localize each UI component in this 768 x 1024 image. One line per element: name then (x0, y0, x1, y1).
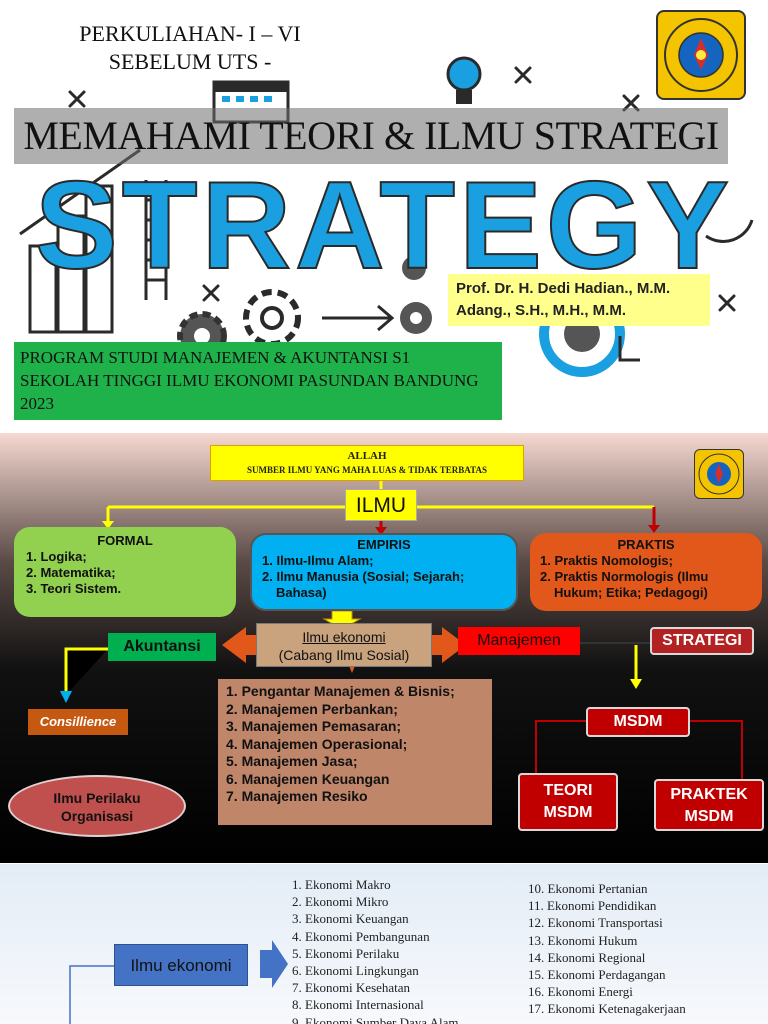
allah-title: ALLAH (347, 450, 387, 462)
manajemen-list-item: 6. Manajemen Keuangan (226, 770, 390, 787)
ilmu-diagram-slide: ALLAH SUMBER ILMU YANG MAHA LUAS & TIDAK… (0, 433, 768, 863)
ilmu-ekonomi-branches-slide: Ilmu ekonomi 1. Ekonomi Makro 2. Ekonomi… (0, 864, 768, 1024)
manajemen-list-item: 5. Manajemen Jasa; (226, 753, 358, 769)
empiris-title: EMPIRIS (357, 537, 411, 552)
program-line2: SEKOLAH TINGGI ILMU EKONOMI PASUNDAN BAN… (20, 371, 479, 390)
course-header: PERKULIAHAN- I – VI SEBELUM UTS - (40, 20, 340, 76)
ilmu-perilaku-line2: Organisasi (60, 808, 134, 824)
formal-item: 2. Matematika; (26, 565, 116, 580)
course-header-line2: SEBELUM UTS - (108, 49, 272, 74)
consilience-box: Consillience (28, 709, 128, 735)
list-item: 17. Ekonomi Ketenagakerjaan (528, 1001, 686, 1017)
ilmu-perilaku-line1: Ilmu Perilaku (53, 790, 141, 806)
list-item: 4. Ekonomi Pembangunan (292, 928, 430, 944)
lightbulb-icon (446, 56, 482, 104)
manajemen-list-item: 7. Manajemen Resiko (226, 788, 368, 804)
praktek-msdm-line1: PRAKTEK (670, 786, 748, 803)
praktis-box: PRAKTIS 1. Praktis Nomologis; 2. Praktis… (530, 533, 762, 611)
ilmu-box: ILMU (345, 489, 417, 521)
author-2: Adang., S.H., M.H., M.M. (456, 302, 626, 319)
formal-title: FORMAL (97, 533, 153, 548)
strategy-wordmark: STRATEGY (34, 156, 733, 280)
praktis-title: PRAKTIS (617, 537, 675, 552)
title-banner (14, 108, 728, 164)
program-year: 2023 (20, 394, 54, 413)
praktek-msdm-line2: MSDM (684, 808, 734, 825)
akuntansi-box: Akuntansi (108, 633, 216, 661)
list-item: 9. Ekonomi Sumber Daya Alam (292, 1014, 459, 1024)
manajemen-list-item: 4. Manajemen Operasional; (226, 735, 408, 752)
manajemen-list-item: 1. Pengantar Manajemen & Bisnis; (226, 683, 455, 699)
ilmu-ekonomi-label-box: Ilmu ekonomi (114, 944, 248, 986)
formal-item: 3. Teori Sistem. (26, 581, 122, 596)
ilmu-perilaku-organisasi-ellipse: Ilmu Perilaku Organisasi (8, 775, 186, 837)
list-item: 5. Ekonomi Perilaku (292, 945, 400, 961)
program-line1: PROGRAM STUDI MANAJEMEN & AKUNTANSI S1 (20, 348, 411, 367)
title-slide: PERKULIAHAN- I – VI SEBELUM UTS - MEMAHA… (0, 0, 768, 432)
gear-icon (243, 289, 301, 347)
stie-pasundan-logo-small (694, 449, 744, 499)
list-item: 10. Ekonomi Pertanian (528, 881, 648, 896)
authors-box: Prof. Dr. H. Dedi Hadian., M.M. Adang., … (448, 274, 710, 326)
slide-title: MEMAHAMI TEORI & ILMU STRATEGI (23, 113, 719, 158)
manajemen-list-box: 1. Pengantar Manajemen & Bisnis; 2. Mana… (218, 679, 492, 825)
list-item: 7. Ekonomi Kesehatan (292, 980, 411, 996)
empiris-item: 1. Ilmu-Ilmu Alam; (262, 553, 374, 568)
course-header-line1: PERKULIAHAN- I – VI (79, 21, 301, 46)
list-item: 6. Ekonomi Lingkungan (292, 963, 419, 979)
allah-subtitle: SUMBER ILMU YANG MAHA LUAS & TIDAK TERBA… (247, 465, 487, 475)
teori-msdm-line1: TEORI (543, 782, 593, 799)
empiris-item: 2. Ilmu Manusia (Sosial; Sejarah; Bahasa… (262, 569, 465, 600)
strategy-word: STRATEGY (35, 157, 733, 280)
ilmu-ekonomi-title: Ilmu ekonomi (302, 629, 386, 645)
author-1: Prof. Dr. H. Dedi Hadian., M.M. (456, 280, 671, 297)
manajemen-list-item: 3. Manajemen Pemasaran; (226, 718, 402, 734)
formal-box: FORMAL 1. Logika; 2. Matematika; 3. Teor… (14, 527, 236, 617)
praktis-item: 2. Praktis Normologis (Ilmu Hukum; Etika… (540, 569, 709, 600)
list-item: 8. Ekonomi Internasional (292, 997, 424, 1013)
list-item: 2. Ekonomi Mikro (292, 894, 389, 910)
list-item: 11. Ekonomi Pendidikan (528, 898, 657, 914)
list-item: 15. Ekonomi Perdagangan (528, 967, 666, 983)
praktis-item: 1. Praktis Nomologis; (540, 553, 673, 568)
list-item: 12. Ekonomi Transportasi (528, 915, 663, 931)
strategi-box: STRATEGI (650, 627, 754, 655)
list-item: 16. Ekonomi Energi (528, 984, 633, 1000)
allah-box: ALLAH SUMBER ILMU YANG MAHA LUAS & TIDAK… (210, 445, 524, 481)
program-box: PROGRAM STUDI MANAJEMEN & AKUNTANSI S1 S… (14, 342, 502, 420)
stie-pasundan-logo (656, 10, 746, 100)
ekonomi-branch-list-1: 1. Ekonomi Makro 2. Ekonomi Mikro 3. Eko… (292, 876, 522, 1024)
list-item: 1. Ekonomi Makro (292, 877, 391, 892)
praktek-msdm-box: PRAKTEK MSDM (654, 779, 764, 831)
ilmu-ekonomi-box: Ilmu ekonomi (Cabang Ilmu Sosial) (256, 623, 432, 667)
manajemen-list-item: 2. Manajemen Perbankan; (226, 700, 398, 717)
ekonomi-branch-list-2: 10. Ekonomi Pertanian 11. Ekonomi Pendid… (528, 880, 758, 1018)
ilmu-ekonomi-subtitle: (Cabang Ilmu Sosial) (278, 647, 410, 663)
list-item: 14. Ekonomi Regional (528, 949, 646, 965)
teori-msdm-line2: MSDM (543, 804, 593, 821)
list-item: 13. Ekonomi Hukum (528, 932, 638, 948)
list-item: 3. Ekonomi Keuangan (292, 911, 409, 927)
teori-msdm-box: TEORI MSDM (518, 773, 618, 831)
formal-item: 1. Logika; (26, 549, 87, 564)
msdm-box: MSDM (586, 707, 690, 737)
branch-connectors (69, 940, 288, 1024)
manajemen-box: Manajemen (458, 627, 580, 655)
empiris-box: EMPIRIS 1. Ilmu-Ilmu Alam; 2. Ilmu Manus… (250, 533, 518, 611)
